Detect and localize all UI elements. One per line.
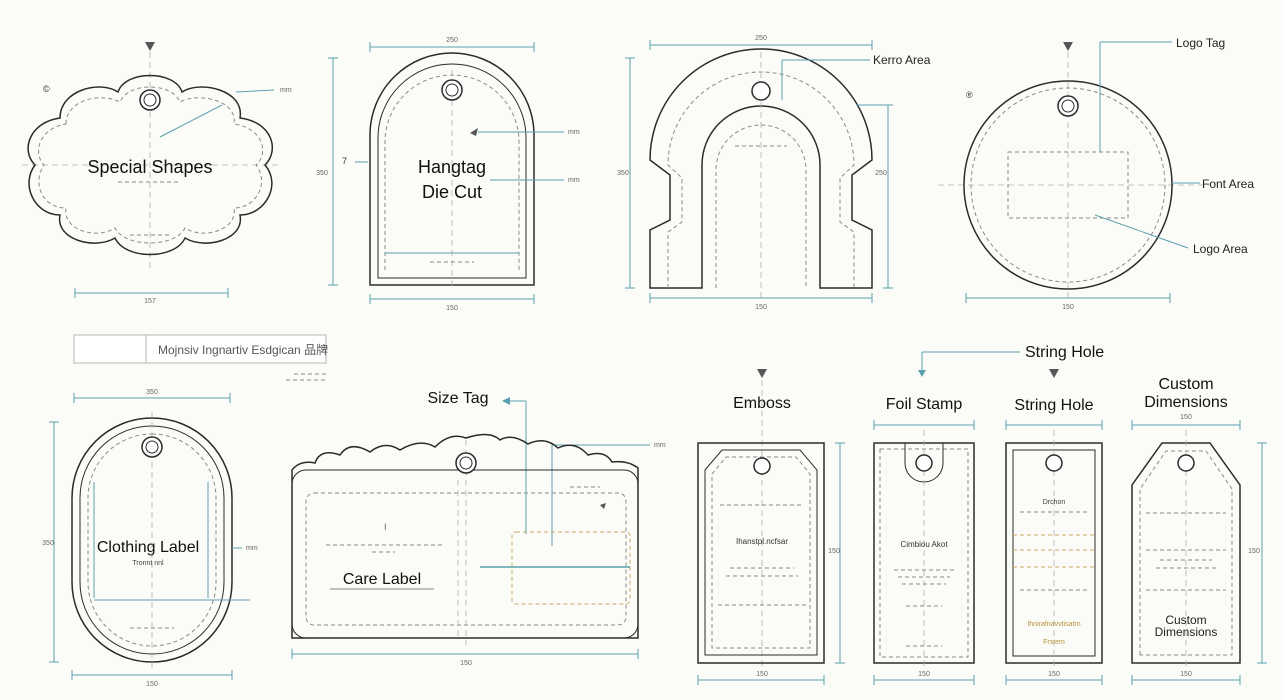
dim-cloud-width: 157: [144, 298, 156, 305]
circle-marker: ®: [966, 90, 973, 100]
custom-dim-inner-2: Dimensions: [1155, 625, 1218, 639]
dim-clothing-top: 350: [146, 389, 158, 396]
dim-arch-height: 350: [617, 170, 629, 177]
kerro-area-label: Kerro Area: [873, 53, 931, 67]
hangtag-die-cut: 250 350 mm mm 7 Hangtag Die Cut 150: [316, 37, 580, 312]
string-inner-2: Ihnirafnavvtisatrn: [1027, 621, 1080, 628]
svg-text:mm: mm: [654, 442, 666, 449]
clothing-label-text: Clothing Label: [97, 539, 199, 556]
care-label-tag: Size Tag mm I Care Label 150: [291, 390, 666, 667]
punch-hole-icon: [441, 79, 463, 101]
special-shapes-label: Special Shapes: [87, 157, 212, 177]
punch-hole-icon: [1045, 454, 1063, 472]
font-area-label: Font Area: [1202, 177, 1254, 191]
dim-emboss-width: 150: [756, 671, 768, 678]
punch-hole-icon: [753, 457, 771, 475]
dim-clothing-height: 350: [42, 540, 54, 547]
emboss-inner-text: Ihanstpl.ncfsar: [736, 537, 788, 546]
string-hole-label: String Hole: [1014, 397, 1093, 414]
custom-dim-label-2: Dimensions: [1144, 394, 1228, 411]
punch-hole-icon: [455, 452, 477, 474]
punch-hole-icon: [139, 89, 161, 111]
dim-care-width: 150: [460, 660, 472, 667]
custom-dim-inner-1: Custom: [1165, 613, 1206, 627]
arch-tag: 250 350 Kerro Area 250 150: [617, 35, 931, 311]
foil-stamp-label: Foil Stamp: [886, 396, 963, 413]
svg-text:mm: mm: [568, 177, 580, 184]
circle-logo-tag: Logo Tag Font Area Logo Area ® 150: [938, 36, 1254, 311]
punch-hole-icon: [141, 436, 163, 458]
dim-arch-top: 250: [755, 35, 767, 42]
punch-hole-icon: [1177, 454, 1195, 472]
dim-hangtag-height: 350: [316, 170, 328, 177]
dim-arch-width: 150: [755, 304, 767, 311]
svg-text:mm: mm: [568, 129, 580, 136]
custom-dim-label-1: Custom: [1158, 376, 1213, 393]
punch-hole-icon: [751, 81, 771, 101]
svg-text:mm: mm: [280, 87, 292, 94]
dim-clothing-width: 150: [146, 681, 158, 688]
dim-arch-right: 250: [875, 170, 887, 177]
emboss-tag: Emboss Ihanstpl.ncfsar 150 150: [697, 369, 845, 685]
hangtag-label-2: Die Cut: [422, 182, 482, 202]
dim-hangtag-top: 250: [446, 37, 458, 44]
cloud-marker: ©: [43, 84, 50, 94]
custom-dimensions-tag: Custom Dimensions 150 Custom Dimensions …: [1131, 376, 1267, 685]
logo-tag-label: Logo Tag: [1176, 36, 1225, 50]
string-hole-tag: String Hole Drchon Ihnirafnavvtisatrn Fr…: [1005, 369, 1103, 685]
dim-custom-width: 150: [1180, 671, 1192, 678]
punch-hole-icon: [1057, 95, 1079, 117]
care-label-text: Care Label: [343, 571, 421, 588]
foil-stamp-tag: String Hole Foil Stamp Cimbiou Akot 150: [873, 344, 1104, 685]
size-tag-label: Size Tag: [427, 390, 488, 407]
logo-area-label: Logo Area: [1193, 242, 1248, 256]
hangtag-label-1: Hangtag: [418, 157, 486, 177]
string-hole-callout: String Hole: [1025, 344, 1104, 361]
title-bar: Mojnsiv Ingnartiv Esdgican 品牌: [73, 334, 328, 381]
clothing-label-tag: 350 350 mm Clothing Label Tronnt nnl 150: [42, 389, 258, 688]
dim-string-width: 150: [1048, 671, 1060, 678]
punch-hole-icon: [915, 454, 933, 472]
svg-text:mm: mm: [246, 545, 258, 552]
string-inner-1: Drchon: [1043, 499, 1066, 506]
dim-circle-width: 150: [1062, 304, 1074, 311]
string-inner-3: Frstem: [1043, 639, 1065, 646]
dim-emboss-height: 150: [828, 548, 840, 555]
clothing-label-inner: Tronnt nnl: [132, 560, 164, 567]
dim-custom-height: 150: [1248, 548, 1260, 555]
dim-custom-top: 150: [1180, 414, 1192, 421]
svg-text:I: I: [384, 522, 387, 532]
foil-inner-text: Cimbiou Akot: [900, 540, 948, 549]
special-shape-tag: mm Special Shapes © 157: [22, 42, 292, 305]
dim-hangtag-width: 150: [446, 305, 458, 312]
small-marker: 7: [342, 156, 347, 166]
dim-foil-width: 150: [918, 671, 930, 678]
title-bar-text: Mojnsiv Ingnartiv Esdgican 品牌: [158, 343, 328, 357]
